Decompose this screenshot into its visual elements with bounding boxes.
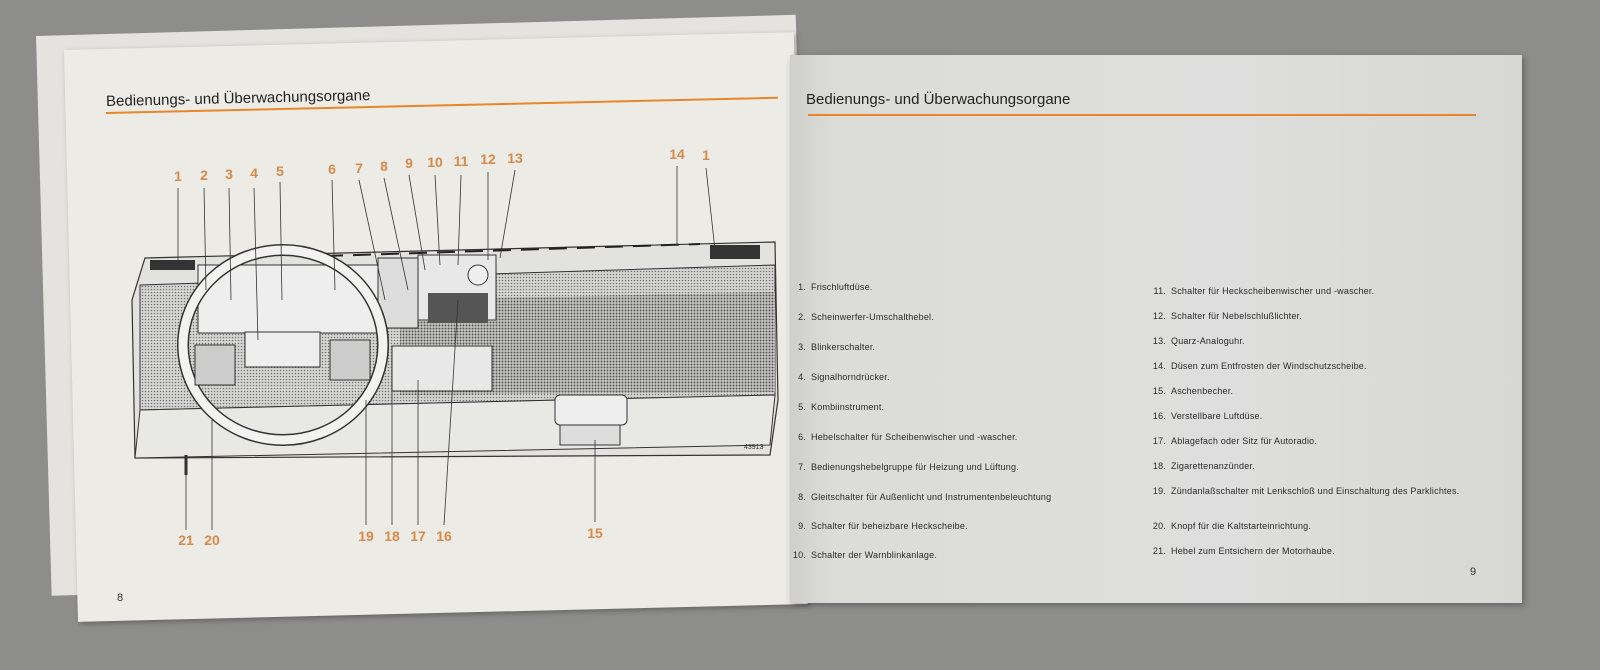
callout-1b: 1 (702, 147, 710, 163)
legend-text: Schalter für beheizbare Heckscheibe. (811, 521, 968, 531)
callout-8: 8 (380, 158, 388, 174)
legend-item: 1. Frischluftdüse. (788, 282, 1141, 293)
legend-text: Gleitschalter für Außenlicht und Instrum… (811, 492, 1052, 502)
right-page-heading: Bedienungs- und Überwachungsorgane (806, 91, 1071, 108)
callout-5: 5 (276, 163, 284, 179)
legend-number: 11. (1153, 286, 1166, 296)
legend-text: Aschenbecher. (1171, 386, 1234, 396)
legend-text: Hebel zum Entsichern der Motorhaube. (1171, 546, 1335, 556)
callout-2: 2 (200, 167, 208, 183)
legend-text: Scheinwerfer-Umschalthebel. (811, 312, 934, 322)
legend-text: Schalter für Heckscheibenwischer und -wa… (1171, 286, 1375, 296)
callout-14: 14 (669, 146, 685, 162)
right-page (790, 55, 1522, 603)
legend-number: 12. (1152, 311, 1166, 321)
callout-leader-lines (177, 166, 716, 530)
legend-item: 17. Ablagefach oder Sitz für Autoradio. (1148, 436, 1481, 447)
legend-item: 19. Zündanlaßschalter mit Lenkschloß und … (1148, 486, 1481, 497)
legend-item: 11. Schalter für Heckscheibenwischer und … (1148, 286, 1481, 297)
legend-item: 10. Schalter der Warnblinkanlage. (788, 550, 1141, 561)
legend-item: 8. Gleitschalter für Außenlicht und Instr… (788, 492, 1141, 503)
callout-17: 17 (410, 528, 426, 544)
callout-15: 15 (587, 525, 603, 541)
heading-rule-right (808, 114, 1476, 116)
legend-number: 6. (798, 432, 806, 442)
legend-text: Quarz-Analoguhr. (1171, 336, 1245, 346)
legend-item: 4. Signalhorndrücker. (788, 372, 1141, 383)
legend-number: 19. (1152, 486, 1166, 496)
callout-7: 7 (355, 160, 363, 176)
legend-text: Düsen zum Entfrosten der Windschutzschei… (1171, 361, 1367, 371)
legend-number: 20. (1152, 521, 1166, 531)
legend-item: 13. Quarz-Analoguhr. (1148, 336, 1481, 347)
legend-item: 2. Scheinwerfer-Umschalthebel. (788, 312, 1141, 323)
legend-text: Signalhorndrücker. (811, 372, 890, 382)
legend-text: Verstellbare Luftdüse. (1171, 411, 1263, 421)
legend-number: 3. (798, 342, 806, 352)
legend-item: 12. Schalter für Nebelschlußlichter. (1148, 311, 1481, 322)
legend-text: Frischluftdüse. (811, 282, 873, 292)
dashboard-outline (131, 241, 779, 475)
legend-item: 16. Verstellbare Luftdüse. (1148, 411, 1481, 422)
legend-text: Bedienungshebelgruppe für Heizung und Lü… (811, 462, 1019, 472)
legend-number: 1. (798, 282, 806, 292)
legend-number: 16. (1152, 411, 1166, 421)
callout-18: 18 (384, 528, 400, 544)
legend-item: 20. Knopf für die Kaltstarteinrichtung. (1148, 521, 1481, 532)
legend-number: 17. (1152, 436, 1166, 446)
legend-number: 21. (1152, 546, 1166, 556)
callout-3: 3 (225, 166, 233, 182)
callout-12: 12 (480, 151, 496, 167)
legend-item: 6. Hebelschalter für Scheibenwischer und … (788, 432, 1141, 443)
callout-13: 13 (507, 150, 523, 166)
legend-item: 15. Aschenbecher. (1148, 386, 1481, 397)
callout-20: 20 (204, 532, 220, 548)
left-page-number: 8 (117, 592, 124, 604)
legend-item: 5. Kombiinstrument. (788, 402, 1141, 413)
callout-16: 16 (436, 528, 452, 544)
legend-text: Hebelschalter für Scheibenwischer und -w… (811, 432, 1018, 442)
legend-item: 21. Hebel zum Entsichern der Motorhaube. (1148, 546, 1481, 557)
legend-number: 7. (798, 462, 806, 472)
right-page-number: 9 (1470, 566, 1477, 578)
callout-4: 4 (250, 165, 258, 181)
legend-text: Blinkerschalter. (811, 342, 876, 352)
legend-item: 3. Blinkerschalter. (788, 342, 1141, 353)
callout-1: 1 (174, 168, 182, 184)
legend-number: 4. (798, 372, 806, 382)
callout-21: 21 (178, 532, 194, 548)
legend-text: Schalter für Nebelschlußlichter. (1171, 311, 1302, 321)
legend-text: Kombiinstrument. (811, 402, 885, 412)
dashboard-diagram (131, 166, 779, 530)
legend-text: Schalter der Warnblinkanlage. (811, 550, 938, 560)
legend-number: 5. (798, 402, 806, 412)
callout-11: 11 (453, 153, 469, 169)
legend-item: 9. Schalter für beheizbare Heckscheibe. (788, 521, 1141, 532)
legend-text: Zigarettenanzünder. (1171, 461, 1255, 471)
legend-item: 7. Bedienungshebelgruppe für Heizung und … (788, 462, 1141, 473)
figure-number: 43913 (744, 444, 764, 451)
legend-number: 14. (1152, 361, 1166, 371)
legend-number: 18. (1152, 461, 1166, 471)
legend-text: Ablagefach oder Sitz für Autoradio. (1171, 436, 1318, 446)
callout-9: 9 (405, 155, 413, 171)
legend-number: 13. (1152, 336, 1166, 346)
callout-10: 10 (427, 154, 443, 170)
legend-text: Zündanlaßschalter mit Lenkschloß und Ein… (1171, 486, 1460, 496)
legend-number: 2. (798, 312, 806, 322)
legend-number: 9. (798, 521, 806, 531)
legend-number: 10. (792, 550, 806, 560)
legend-item: 14. Düsen zum Entfrosten der Windschutzsc… (1148, 361, 1481, 372)
legend-item: 18. Zigarettenanzünder. (1148, 461, 1481, 472)
callout-6: 6 (328, 161, 336, 177)
legend-number: 8. (798, 492, 806, 502)
legend-number: 15. (1152, 386, 1166, 396)
legend-text: Knopf für die Kaltstarteinrichtung. (1171, 521, 1312, 531)
callout-19: 19 (358, 528, 374, 544)
